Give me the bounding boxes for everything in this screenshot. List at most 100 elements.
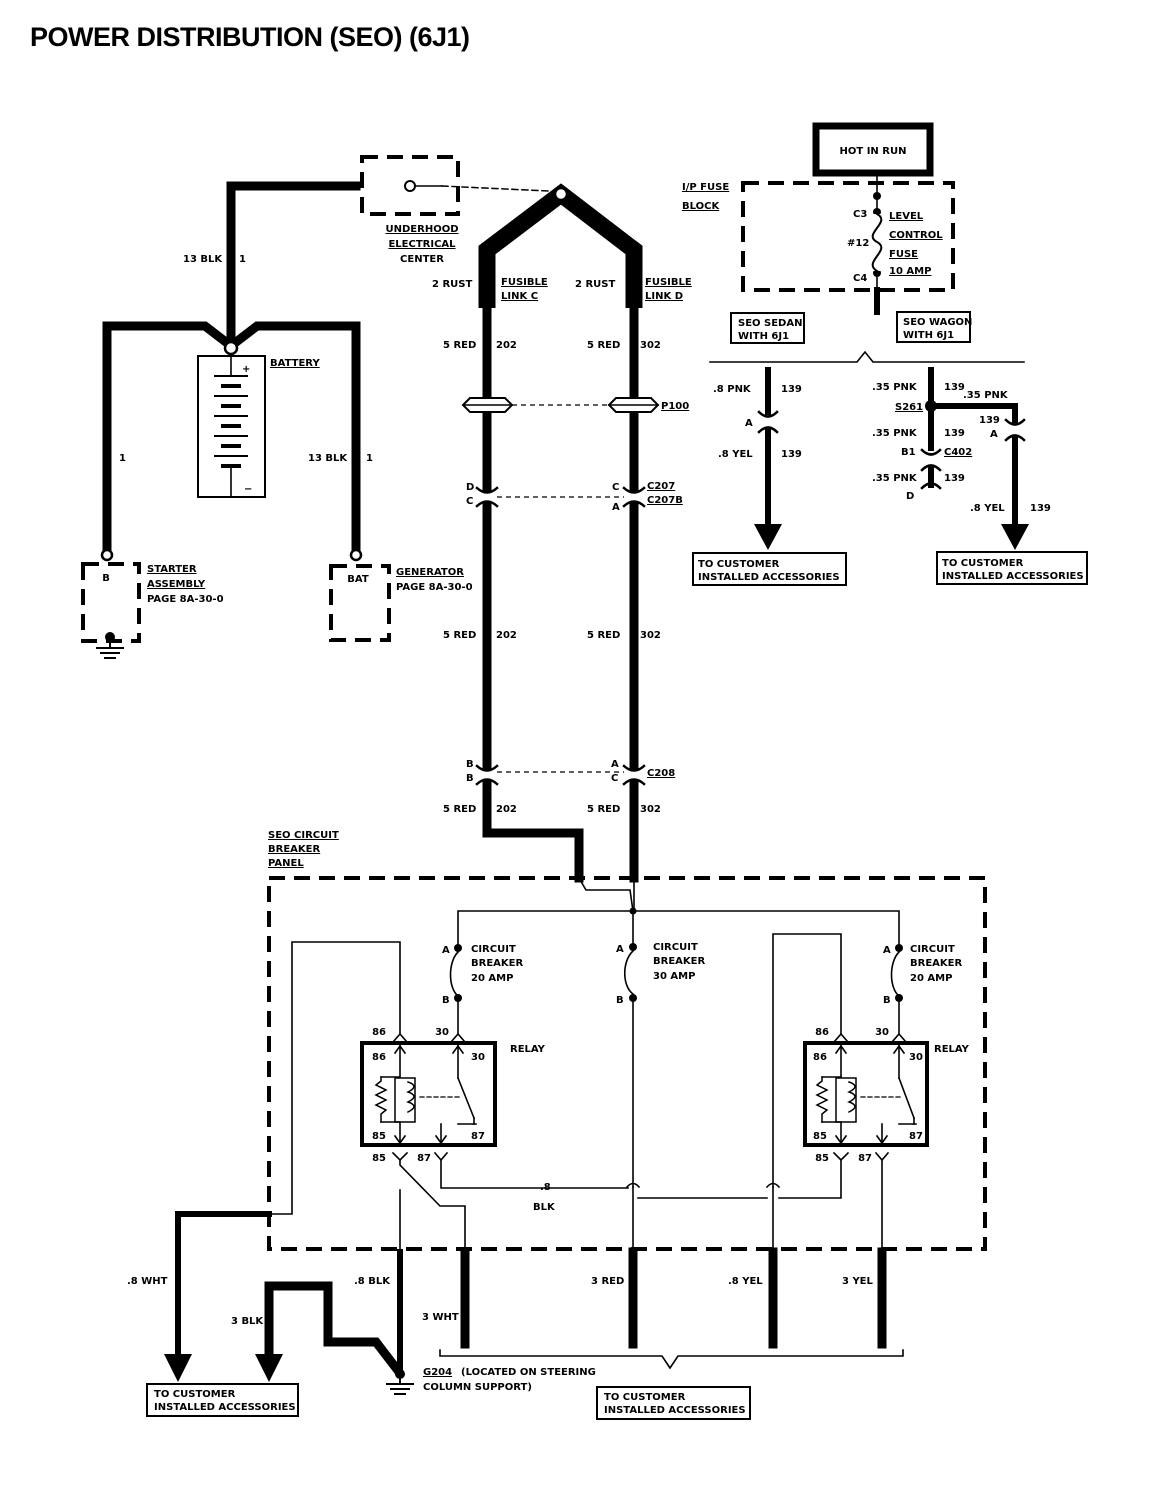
fusible-d-gauge: 2 RUST <box>575 279 615 290</box>
relay-left-ext-30: 30 <box>435 1027 449 1038</box>
wagon-customer-2: INSTALLED ACCESSORIES <box>942 571 1084 582</box>
panel-label-1: SEO CIRCUIT <box>268 830 339 841</box>
underhood-label-2: ELECTRICAL <box>388 239 456 250</box>
c208-pin-a-1: A <box>611 759 619 770</box>
ground-bus-color: BLK <box>533 1202 556 1213</box>
wagon-branch-gauge: .35 PNK <box>963 390 1009 401</box>
fuse-rating: 10 AMP <box>889 266 931 277</box>
wagon-branch-out-gauge: .8 YEL <box>970 503 1005 514</box>
sedan-wire-gauge-top: .8 PNK <box>713 384 752 395</box>
wagon-branch-out-num: 139 <box>1030 503 1051 514</box>
g204-text-2: COLUMN SUPPORT) <box>423 1382 532 1393</box>
starter-label-2: ASSEMBLY <box>147 579 206 590</box>
sedan-wire-gauge-bottom: .8 YEL <box>718 449 753 460</box>
breaker-right-rating: 20 AMP <box>910 973 952 984</box>
generator-label-1: GENERATOR <box>396 567 464 578</box>
relay-right: 86 30 RELAY 86 30 85 87 85 87 <box>637 933 970 1253</box>
relay-left-30: 30 <box>471 1052 485 1063</box>
wagon-num-2: 139 <box>944 428 965 439</box>
fusible-d-label-2: LINK D <box>645 291 683 302</box>
relay-left: 86 30 RELAY 86 30 85 87 85 87 <box>268 941 629 1253</box>
battery-wire-num: 1 <box>239 254 246 265</box>
w202-num-1: 202 <box>496 340 517 351</box>
breaker-mid-pin-b: B <box>616 995 624 1006</box>
w302-num-1: 302 <box>640 340 661 351</box>
relay-right-ext-87: 87 <box>858 1153 872 1164</box>
out-wht-8: .8 WHT <box>127 1276 168 1287</box>
fusible-d-label-1: FUSIBLE <box>645 277 692 288</box>
fuse-block-label-1: I/P FUSE <box>682 182 729 193</box>
breaker-left-label-1: CIRCUIT <box>471 944 516 955</box>
relay-right-ext-86: 86 <box>815 1027 829 1038</box>
w202-num-2: 202 <box>496 630 517 641</box>
breaker-mid-rating: 30 AMP <box>653 971 695 982</box>
page-title: POWER DISTRIBUTION (SEO) (6J1) <box>30 22 470 52</box>
starter-label-1: STARTER <box>147 564 197 575</box>
c207-pin-d: D <box>466 482 474 493</box>
connector-c208: C208 <box>647 768 675 779</box>
wagon-pin-d: D <box>906 491 914 502</box>
breaker-mid-pin-a: A <box>616 944 624 955</box>
fuse-name-3: FUSE <box>889 249 918 260</box>
breaker-mid-label-1: CIRCUIT <box>653 942 698 953</box>
bottom-center-customer-1: TO CUSTOMER <box>604 1392 686 1403</box>
g204-text-1: (LOCATED ON STEERING <box>461 1367 596 1378</box>
fuse-c3: C3 <box>853 209 867 220</box>
starter-terminal: B <box>102 573 110 584</box>
relay-right-ext-85: 85 <box>815 1153 829 1164</box>
c208-pin-b-1: B <box>466 759 474 770</box>
wagon-gauge-3: .35 PNK <box>872 473 918 484</box>
w302-gauge-1: 5 RED <box>587 340 620 351</box>
fuse-number: #12 <box>847 238 869 249</box>
starter-assembly: B STARTER ASSEMBLY PAGE 8A-30-0 <box>81 548 224 659</box>
relay-right-87: 87 <box>909 1131 923 1142</box>
breaker-right-pin-a: A <box>883 945 891 956</box>
connector-c207b: C207B <box>647 495 683 506</box>
fuse-c4: C4 <box>853 273 867 284</box>
underhood-label-3: CENTER <box>400 254 444 265</box>
battery-circuit: 13 BLK 1 + − BATTERY 1 13 BLK 1 <box>102 181 373 553</box>
breaker-left-pin-a: A <box>442 945 450 956</box>
wagon-pin-b1: B1 <box>901 447 916 458</box>
out-red-3: 3 RED <box>591 1276 624 1287</box>
wagon-branch: .35 PNK 139 .35 PNK S261 139 A .35 PNK 1… <box>872 367 1088 585</box>
breaker-mid-label-2: BREAKER <box>653 956 705 967</box>
wagon-num-1: 139 <box>944 382 965 393</box>
option-labels: SEO SEDAN WITH 6J1 SEO WAGON WITH 6J1 <box>709 311 1025 363</box>
battery-label: BATTERY <box>270 358 320 369</box>
fuse-name-1: LEVEL <box>889 211 924 222</box>
sedan-wire-num-bottom: 139 <box>781 449 802 460</box>
sedan-wire-num-top: 139 <box>781 384 802 395</box>
battery-plus: + <box>242 364 250 375</box>
out-blk-8: .8 BLK <box>354 1276 391 1287</box>
relay-left-85: 85 <box>372 1131 386 1142</box>
output-wires: .8 WHT 3 BLK .8 BLK G204 (LOCATED ON STE… <box>127 1211 904 1395</box>
w202-gauge-1: 5 RED <box>443 340 476 351</box>
breaker-right-pin-b: B <box>883 995 891 1006</box>
w202-gauge-2: 5 RED <box>443 630 476 641</box>
wagon-customer-1: TO CUSTOMER <box>942 558 1024 569</box>
c207b-pin-a: A <box>612 502 620 513</box>
panel-label-2: BREAKER <box>268 844 320 855</box>
wagon-branch-num: 139 <box>979 415 1000 426</box>
relay-right-label: RELAY <box>934 1044 970 1055</box>
customer-boxes-bottom: TO CUSTOMER INSTALLED ACCESSORIES TO CUS… <box>146 1383 751 1420</box>
generator-wire-gauge: 13 BLK <box>308 453 348 464</box>
relay-left-87: 87 <box>471 1131 485 1142</box>
sedan-label-2: WITH 6J1 <box>738 331 789 342</box>
c208-pin-c: C <box>611 773 618 784</box>
relay-right-85: 85 <box>813 1131 827 1142</box>
circuit-breaker-panel: SEO CIRCUIT BREAKER PANEL A B CIRCUIT BR… <box>267 830 987 1253</box>
sedan-pin: A <box>745 418 753 429</box>
wagon-num-3: 139 <box>944 473 965 484</box>
connector-c207: C207 <box>647 481 675 492</box>
starter-wire-num: 1 <box>119 453 126 464</box>
relay-left-ext-86: 86 <box>372 1027 386 1038</box>
breaker-left-pin-b: B <box>442 995 450 1006</box>
wagon-gauge-1: .35 PNK <box>872 382 918 393</box>
sedan-label-1: SEO SEDAN <box>738 318 802 329</box>
relay-left-label: RELAY <box>510 1044 546 1055</box>
c207-pin-c-right: C <box>612 482 619 493</box>
fusible-c-label-1: FUSIBLE <box>501 277 548 288</box>
